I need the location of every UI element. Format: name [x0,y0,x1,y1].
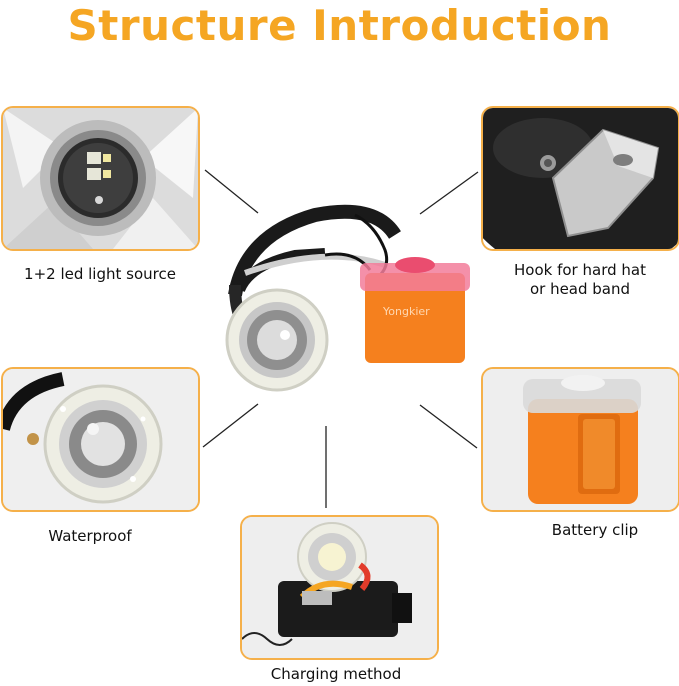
led-source-panel [1,106,200,251]
battery-clip-panel [481,367,679,512]
charging-panel [240,515,439,660]
waterproof-closeup-image [3,369,198,510]
caption-battery-clip: Battery clip [551,521,639,539]
caption-waterproof: Waterproof [48,527,132,545]
battery-clip-image [483,369,678,510]
headlamp-product-image: Yongkier [205,195,495,425]
caption-hook-line2: or head band [529,280,631,298]
caption-hook-line1: Hook for hard hat [514,261,646,279]
hook-panel [481,106,679,251]
hook-closeup-image [483,108,678,249]
battery-brand-label: Yongkier [382,305,430,318]
caption-hook: Hook for hard hat or head band [490,261,670,299]
waterproof-panel [1,367,200,512]
page-title: Structure Introduction [67,1,612,50]
charging-image [242,517,437,658]
caption-charging: Charging method [270,665,402,683]
led-closeup-image [3,108,198,249]
caption-led-source: 1+2 led light source [24,265,176,283]
